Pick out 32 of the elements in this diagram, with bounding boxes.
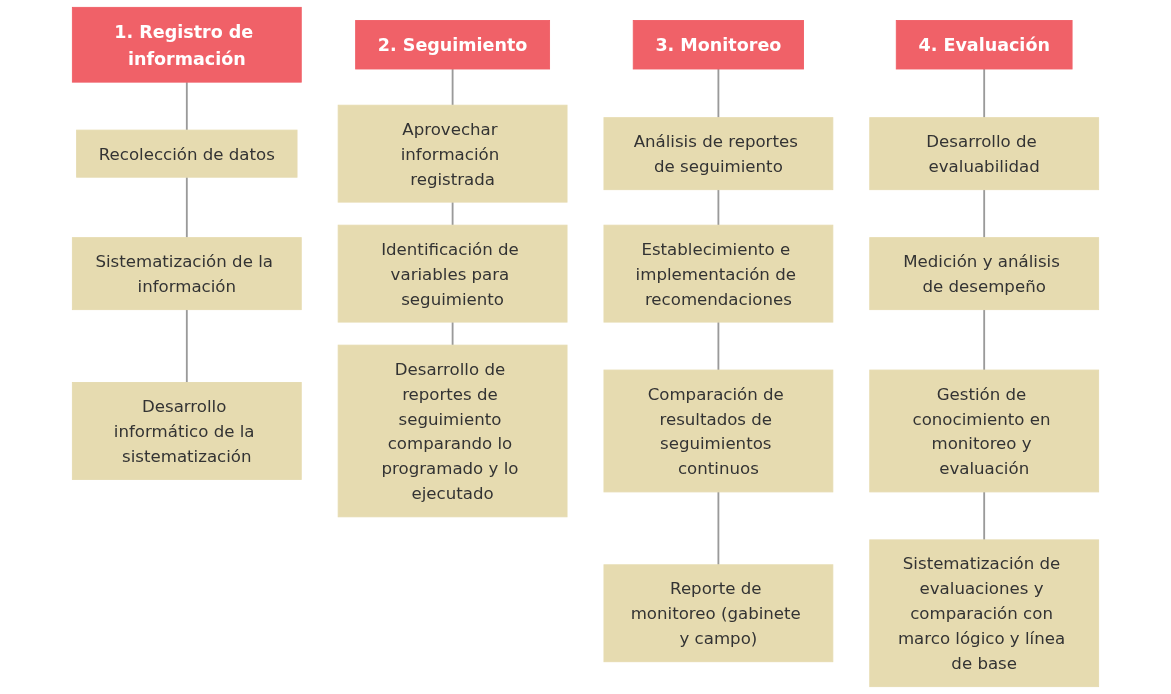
node-box: 2. Seguimiento bbox=[355, 20, 551, 70]
connector bbox=[185, 81, 188, 132]
node-box: 4. Evaluación bbox=[895, 20, 1073, 70]
node-box: Desarrollo de evaluabilidad bbox=[869, 117, 1100, 191]
node-box: Aprovechar información registrada bbox=[337, 104, 568, 203]
connector bbox=[717, 490, 720, 566]
connector bbox=[451, 201, 454, 227]
node-box: Sistematización de evaluaciones y comparación con marco lógico y línea de base bbox=[869, 539, 1100, 688]
node-box: Desarrollo de reportes de seguimiento comparando lo programado y lo ejecutado bbox=[337, 344, 568, 518]
connector bbox=[451, 68, 454, 107]
connector bbox=[983, 490, 986, 541]
connector bbox=[983, 188, 986, 239]
node-box: Comparación de resultados de seguimientos continuos bbox=[603, 369, 834, 493]
node-box: Identificación de variables para seguimiento bbox=[337, 224, 568, 323]
node-box: 1. Registro de información bbox=[71, 6, 302, 83]
node-box: Gestión de conocimiento en monitoreo y evaluación bbox=[869, 369, 1100, 493]
node-box: Medición y análisis de desempeño bbox=[869, 237, 1100, 311]
node-box: 3. Monitoreo bbox=[632, 20, 804, 70]
node-box: Reporte de monitoreo (gabinete y campo) bbox=[603, 564, 834, 663]
connector bbox=[185, 308, 188, 384]
node-box: Desarrollo informático de la sistematización bbox=[71, 382, 302, 480]
connector bbox=[185, 176, 188, 239]
connector bbox=[717, 321, 720, 371]
connector bbox=[717, 68, 720, 119]
connector bbox=[983, 68, 986, 119]
connector bbox=[451, 321, 454, 347]
connector bbox=[717, 188, 720, 227]
node-box: Sistematización de la información bbox=[71, 237, 302, 311]
node-box: Análisis de reportes de seguimiento bbox=[603, 117, 834, 191]
node-box: Recolección de datos bbox=[76, 129, 298, 178]
connector bbox=[983, 308, 986, 371]
node-box: Establecimiento e implementación de recomendaciones bbox=[603, 224, 834, 323]
